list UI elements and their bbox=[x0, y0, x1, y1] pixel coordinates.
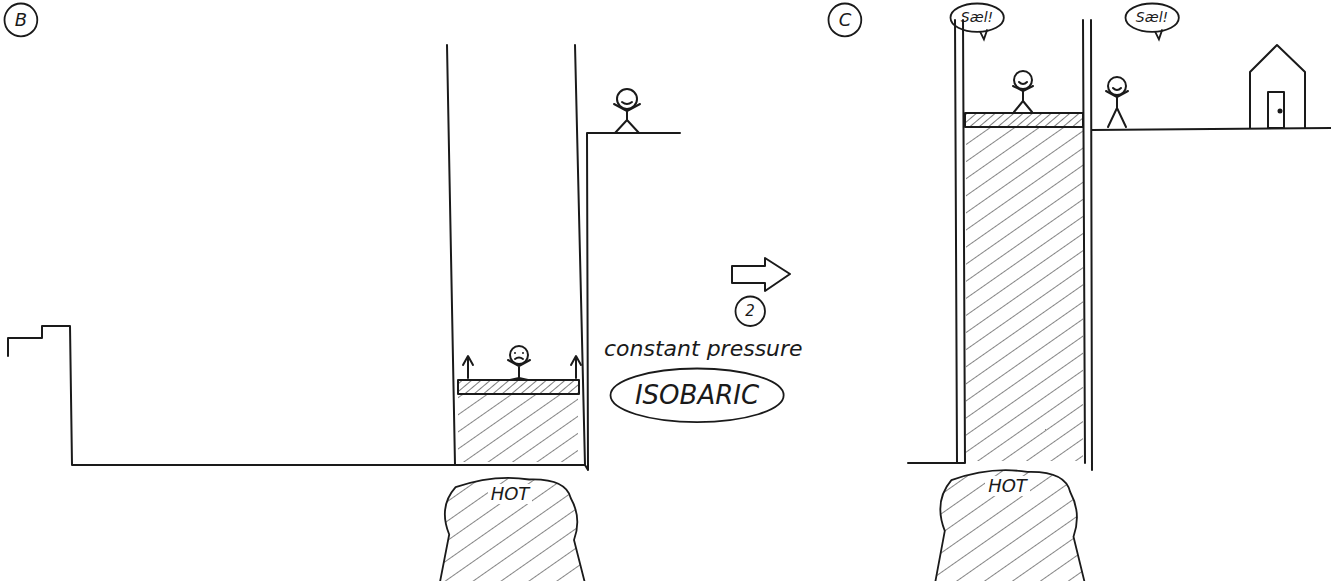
node-text: B bbox=[15, 10, 27, 30]
up-arrow bbox=[571, 356, 581, 378]
piston bbox=[965, 113, 1083, 127]
node-text: C bbox=[839, 10, 852, 30]
cylinder-wall bbox=[1083, 20, 1331, 470]
heat-source: HOT bbox=[925, 466, 1090, 581]
heat-label: HOT bbox=[985, 476, 1030, 496]
node-text: Sæl! bbox=[1136, 10, 1168, 25]
gas bbox=[458, 394, 578, 462]
piston bbox=[458, 380, 579, 394]
node-text: 2 bbox=[745, 303, 755, 320]
house bbox=[1250, 45, 1305, 128]
gas bbox=[966, 127, 1083, 461]
speech-bubble: Sæl! bbox=[1124, 2, 1180, 33]
heat-label: HOT bbox=[488, 484, 533, 504]
step-outline bbox=[8, 326, 455, 465]
section-letter: C bbox=[827, 2, 863, 38]
stick-figure bbox=[614, 89, 640, 133]
speech-bubble: Sæl! bbox=[949, 2, 1005, 33]
annotation-note: constant pressure bbox=[604, 336, 803, 361]
cylinder-wall bbox=[908, 20, 965, 463]
node-text: ISOBARIC bbox=[635, 381, 759, 410]
up-arrow bbox=[463, 356, 473, 378]
node-text: Sæl! bbox=[961, 10, 993, 25]
process-label: ISOBARIC bbox=[609, 367, 785, 424]
stick-figure bbox=[508, 346, 530, 380]
stick-figure bbox=[1013, 71, 1033, 112]
process-arrow bbox=[732, 258, 790, 291]
heat-source: HOT bbox=[430, 474, 590, 581]
cylinder-wall bbox=[447, 45, 585, 465]
stick-figure bbox=[1106, 77, 1128, 127]
section-letter: B bbox=[3, 2, 39, 38]
step-number: 2 bbox=[734, 295, 767, 328]
